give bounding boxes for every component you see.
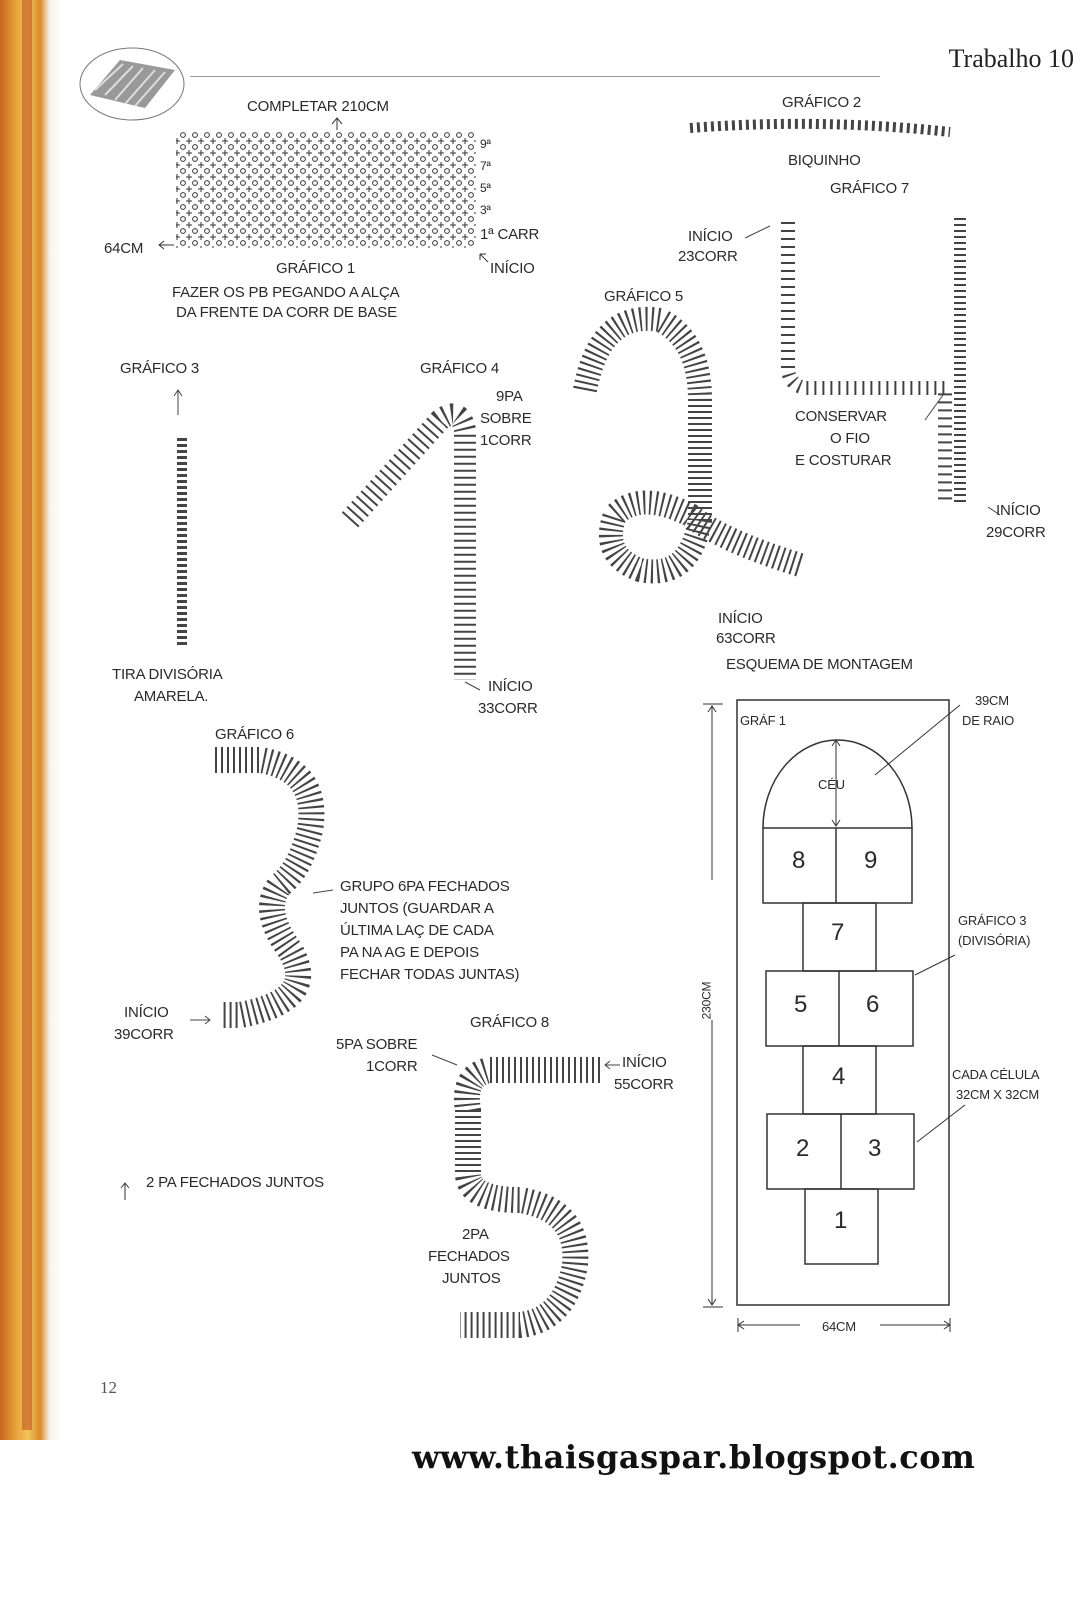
grafico6-title: GRÁFICO 6 [215,726,295,743]
cell-5: 5 [794,991,808,1018]
row-label-7: 7ª [480,159,491,173]
esquema-width: 64CM [822,1319,856,1334]
row-label-3: 3ª [480,203,491,217]
legend-arrow-icon [120,1182,130,1200]
esquema-radius-b: DE RAIO [962,713,1015,728]
esquema-height: 230CM [699,981,714,1020]
grafico1-note-1: FAZER OS PB PEGANDO A ALÇA [172,284,400,301]
grafico7-note-a: CONSERVAR [795,408,887,425]
grafico6-note-3: ÚLTIMA LAÇ DE CADA [340,922,494,939]
row-label-1: 1ª CARR [480,226,540,243]
grafico1-top-note: COMPLETAR 210CM [247,98,389,115]
grafico4-note-a: 9PA [496,388,523,405]
grafico6-start-a: INÍCIO [124,1004,169,1021]
page-number: 12 [100,1378,117,1397]
grafico7-start2-b: 29CORR [986,524,1046,541]
watermark-url: www.thaisgaspar.blogspot.com [412,1438,976,1476]
cell-3: 3 [868,1135,882,1162]
esquema-radius-a: 39CM [975,693,1009,708]
grafico8-chart [431,1054,620,1338]
cell-2: 2 [796,1135,810,1162]
row-label-5: 5ª [480,181,491,195]
grafico1-note-2: DA FRENTE DA CORR DE BASE [176,304,397,321]
grafico6-note-4: PA NA AG E DEPOIS [340,944,479,961]
grafico3-title: GRÁFICO 3 [120,360,200,377]
grafico7-note-b: O FIO [830,430,870,447]
magazine-spine-shadow [22,0,32,1430]
grafico7-note-c: E COSTURAR [795,452,892,469]
esquema-diagram [703,699,966,1332]
page-header-title: Trabalho 10 [948,44,1074,73]
grafico6-note-2: JUNTOS (GUARDAR A [340,900,494,917]
cell-8: 8 [792,847,806,874]
cell-6: 6 [866,991,880,1018]
grafico8-start-a: INÍCIO [622,1054,667,1071]
grafico8-note-b: 1CORR [366,1058,418,1075]
header-rule [190,76,880,77]
esquema-sky: CÉU [818,777,845,792]
grafico1-chart [158,117,489,263]
grafico2-chart [689,118,951,137]
esquema-title: ESQUEMA DE MONTAGEM [726,656,913,673]
grafico4-start-a: INÍCIO [488,678,533,695]
grafico5-start-a: INÍCIO [718,610,763,627]
grafico4-note-b: SOBRE [480,410,532,427]
grafico3-chart [173,389,187,645]
grafico6-start-b: 39CORR [114,1026,174,1043]
grafico7-start1-a: INÍCIO [688,228,733,245]
cell-9: 9 [864,847,878,874]
grafico6-note-5: FECHAR TODAS JUNTAS) [340,966,520,983]
grafico8-mid-c: JUNTOS [442,1270,501,1287]
esquema-cell-a: CADA CÉLULA [952,1067,1040,1082]
row-label-9: 9ª [480,137,491,151]
grafico4-start-b: 33CORR [478,700,538,717]
grafico4-title: GRÁFICO 4 [420,360,500,377]
grafico5-title: GRÁFICO 5 [604,288,684,305]
grafico8-mid-b: FECHADOS [428,1248,510,1265]
grafico2-title: GRÁFICO 2 [782,94,862,111]
grafico7-chart [744,218,1001,516]
grafico4-note-c: 1CORR [480,432,532,449]
logo-icon [79,47,185,121]
grafico7-start2-a: INÍCIO [996,502,1041,519]
grafico4-chart [341,403,481,691]
cell-7: 7 [831,919,845,946]
grafico2-caption: BIQUINHO [788,152,861,169]
grafico8-mid-a: 2PA [462,1226,489,1243]
esquema-divider-a: GRÁFICO 3 [958,913,1027,928]
esquema-cell-b: 32CM X 32CM [956,1087,1040,1102]
grafico7-start1-b: 23CORR [678,248,738,265]
grafico7-title: GRÁFICO 7 [830,180,910,197]
grafico6-note-1: GRUPO 6PA FECHADOS [340,878,510,895]
grafico5-start-b: 63CORR [716,630,776,647]
esquema-graf-label: GRÁF 1 [740,713,786,728]
grafico1-start: INÍCIO [490,260,535,277]
grafico1-width-label: 64CM [104,240,144,257]
grafico8-start-b: 55CORR [614,1076,674,1093]
grafico1-title: GRÁFICO 1 [276,260,356,277]
legend-text: 2 PA FECHADOS JUNTOS [146,1174,324,1191]
grafico6-chart [190,747,334,1028]
cell-1: 1 [834,1207,848,1234]
grafico3-caption-a: TIRA DIVISÓRIA [112,666,223,683]
esquema-divider-b: (DIVISÓRIA) [958,933,1031,948]
cell-4: 4 [832,1063,846,1090]
grafico3-caption-b: AMARELA. [134,688,209,705]
grafico8-note-a: 5PA SOBRE [336,1036,418,1053]
grafico8-title: GRÁFICO 8 [470,1014,550,1031]
grafico5-chart [573,306,804,584]
